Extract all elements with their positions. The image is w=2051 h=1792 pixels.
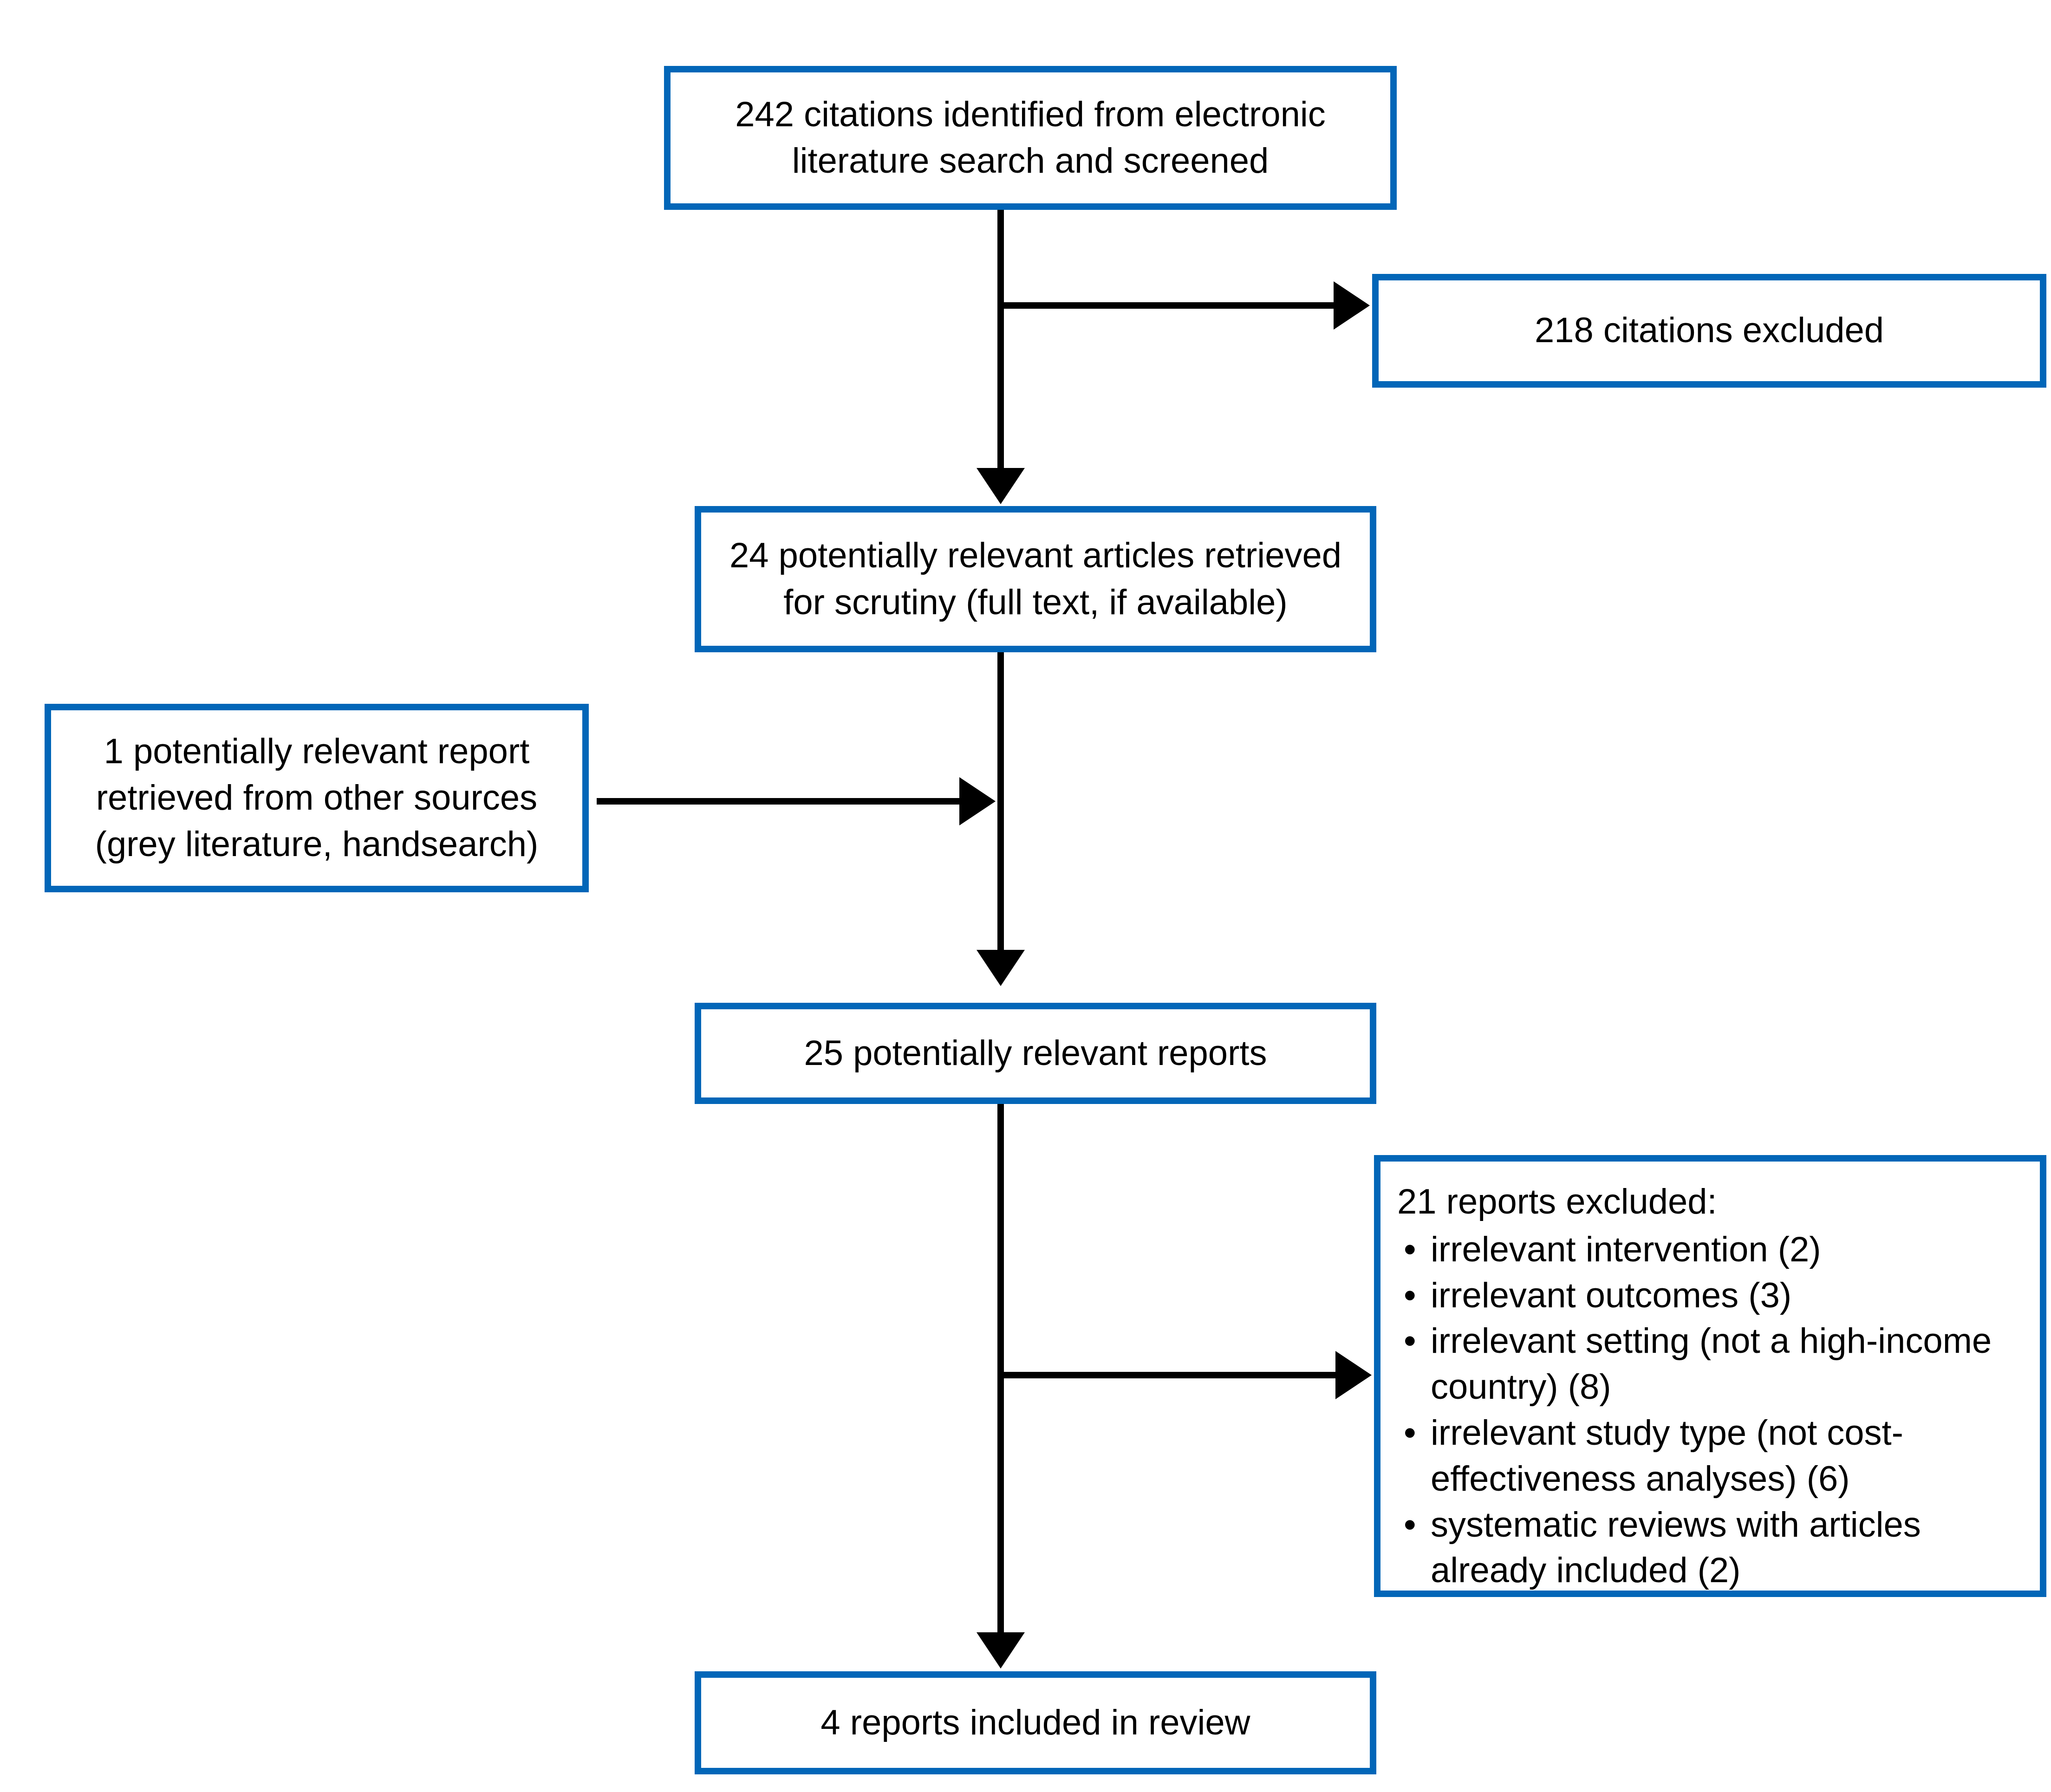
box-articles-retrieved: 24 potentially relevant articles retriev… — [695, 506, 1376, 652]
connector-to-reports-excluded-arrowhead — [1335, 1351, 1372, 1399]
connector-to-citations-excluded-arrowhead — [1334, 281, 1370, 330]
list-item: • irrelevant study type (not cost-effect… — [1397, 1410, 2026, 1502]
connector-other-sources-arrowhead — [959, 777, 996, 825]
box-potentially-relevant-reports-text: 25 potentially relevant reports — [804, 1033, 1267, 1073]
list-item: • systematic reviews with articles alrea… — [1397, 1502, 2026, 1594]
bullet-icon: • — [1404, 1275, 1416, 1315]
list-item-label: irrelevant study type (not cost-effectiv… — [1431, 1413, 1903, 1499]
box-potentially-relevant-reports: 25 potentially relevant reports — [695, 1003, 1376, 1104]
connector-identified-to-retrieved-line — [997, 210, 1004, 470]
box-report-from-other-sources: 1 potentially relevant report retrieved … — [45, 704, 589, 892]
connector-to-citations-excluded-line — [1001, 302, 1336, 309]
list-item-label: systematic reviews with articles already… — [1431, 1505, 1921, 1591]
reports-excluded-title: 21 reports excluded: — [1397, 1182, 1717, 1221]
box-reports-excluded: 21 reports excluded: • irrelevant interv… — [1374, 1155, 2046, 1597]
box-reports-included-text: 4 reports included in review — [820, 1702, 1250, 1742]
connector-retrieved-to-reports-arrowhead — [977, 950, 1025, 986]
box-citations-identified-text: 242 citations identified from electronic… — [735, 94, 1326, 181]
connector-other-sources-line — [597, 798, 961, 805]
list-item: • irrelevant outcomes (3) — [1397, 1273, 2026, 1319]
connector-to-reports-excluded-line — [1001, 1372, 1338, 1378]
box-citations-excluded-text: 218 citations excluded — [1534, 311, 1884, 351]
bullet-icon: • — [1404, 1413, 1416, 1453]
bullet-icon: • — [1404, 1505, 1416, 1545]
connector-identified-to-retrieved-arrowhead — [977, 468, 1025, 504]
box-citations-identified: 242 citations identified from electronic… — [664, 66, 1397, 210]
box-reports-included: 4 reports included in review — [695, 1671, 1376, 1774]
box-articles-retrieved-text: 24 potentially relevant articles retriev… — [729, 536, 1341, 622]
reports-excluded-reason-list: • irrelevant intervention (2) • irreleva… — [1397, 1227, 2026, 1594]
reports-excluded-content: 21 reports excluded: • irrelevant interv… — [1380, 1162, 2040, 1594]
list-item: • irrelevant setting (not a high-income … — [1397, 1318, 2026, 1410]
connector-retrieved-to-reports-line — [997, 652, 1004, 952]
connector-reports-to-included-arrowhead — [977, 1632, 1025, 1669]
bullet-icon: • — [1404, 1321, 1416, 1361]
connector-reports-to-included-line — [997, 1104, 1004, 1635]
list-item-label: irrelevant intervention (2) — [1431, 1229, 1821, 1269]
bullet-icon: • — [1404, 1229, 1416, 1269]
box-citations-excluded: 218 citations excluded — [1372, 274, 2046, 388]
list-item: • irrelevant intervention (2) — [1397, 1227, 2026, 1273]
list-item-label: irrelevant setting (not a high-income co… — [1431, 1321, 1992, 1407]
list-item-label: irrelevant outcomes (3) — [1431, 1275, 1792, 1315]
box-report-from-other-sources-text: 1 potentially relevant report retrieved … — [95, 731, 539, 864]
